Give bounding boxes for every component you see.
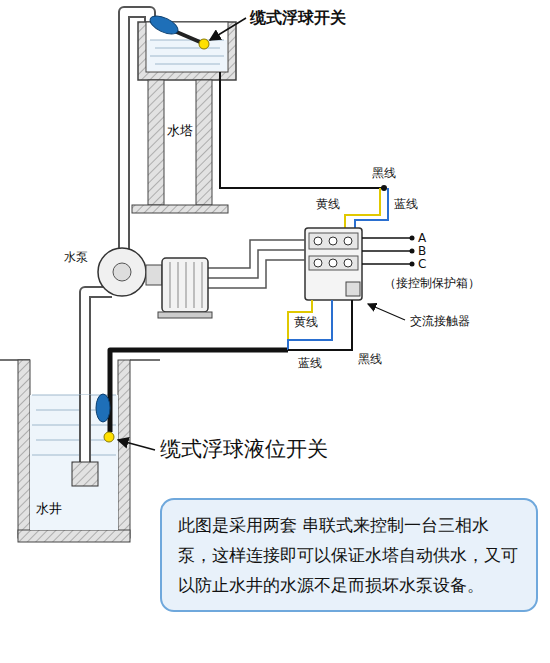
part-label: 交流接触器 <box>410 314 470 328</box>
phase-label: A <box>418 231 426 245</box>
part-label: 水泵 <box>64 250 88 264</box>
wire-label: 蓝线 <box>298 356 322 370</box>
node-text: 此图是采用两套 串联式来控制一台三相水泵，这样连接即可以保证水塔自动供水，又可以… <box>178 510 520 600</box>
wire-label: 黑线 <box>358 352 382 366</box>
phase-label: C <box>418 257 426 271</box>
wire-label: 黄线 <box>294 315 318 329</box>
wire-label: 黄线 <box>316 197 340 211</box>
callout-label: 缆式浮球液位开关 <box>160 437 328 462</box>
node-text: 水井 <box>36 500 70 518</box>
phase-label: B <box>418 244 426 258</box>
callout-label: 缆式浮球开关 <box>250 8 346 27</box>
wire-label: 黑线 <box>372 166 396 180</box>
tower-label-area: 水塔 <box>165 122 195 140</box>
well-label-area: 水井 <box>36 500 70 518</box>
wire-label: 蓝线 <box>394 197 418 211</box>
note-box: 此图是采用两套 串联式来控制一台三相水泵，这样连接即可以保证水塔自动供水，又可以… <box>160 498 538 612</box>
note-label: （接控制保护箱） <box>384 276 480 290</box>
node-text: 水塔 <box>165 122 195 140</box>
